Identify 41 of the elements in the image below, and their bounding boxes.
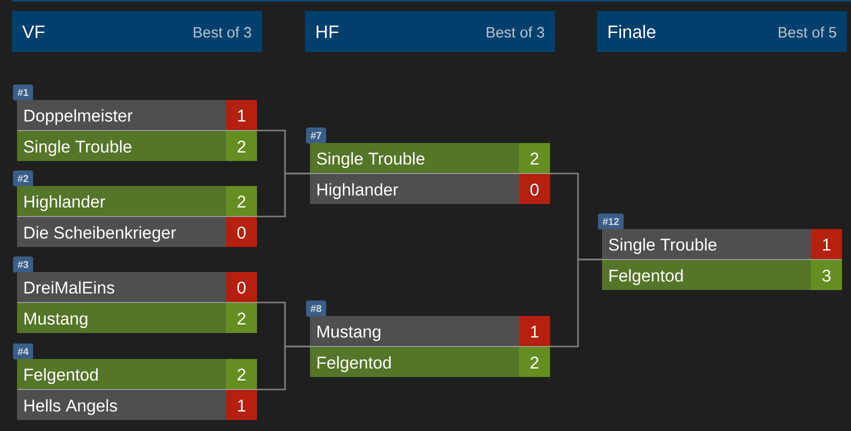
team-row: Felgentod [602, 260, 811, 290]
bracket-connector [257, 346, 310, 390]
score-cell: 2 [226, 359, 257, 389]
score-cell: 1 [226, 390, 257, 420]
format-label: Best of 3 [486, 26, 544, 38]
match-number-badge: #4 [13, 344, 34, 360]
team-row: Single Trouble [602, 229, 811, 259]
match-number-badge: #3 [13, 256, 34, 272]
match-number-badge: #7 [306, 128, 326, 144]
team-row: Hells Angels [17, 390, 226, 420]
score-cell: 1 [811, 229, 842, 259]
team-row: Mustang [310, 316, 519, 346]
team-row: Single Trouble [17, 131, 226, 161]
team-row: Highlander [310, 174, 519, 204]
score-cell: 3 [811, 260, 842, 290]
match-number-badge: #2 [13, 170, 34, 186]
team-row: Mustang [17, 303, 226, 333]
match-number-badge: #8 [306, 300, 326, 316]
score-cell: 2 [226, 186, 257, 216]
team-row: Single Trouble [310, 143, 519, 173]
score-cell: 1 [226, 100, 257, 130]
score-cell: 0 [226, 217, 257, 247]
score-cell: 2 [519, 143, 550, 173]
team-row: Felgentod [17, 359, 226, 389]
score-cell: 2 [226, 131, 257, 161]
format-label: Best of 5 [778, 26, 836, 38]
team-row: DreiMalEins [17, 272, 226, 302]
match-number-badge: #12 [598, 214, 624, 230]
bracket-connector [550, 258, 602, 348]
score-cell: 2 [519, 347, 550, 377]
format-label: Best of 3 [194, 26, 252, 38]
team-row: Felgentod [310, 347, 519, 377]
score-cell: 2 [226, 303, 257, 333]
team-row: Die Scheibenkrieger [17, 217, 226, 247]
score-cell: 1 [519, 316, 550, 346]
match-number-badge: #1 [13, 84, 34, 100]
bracket-connector [257, 172, 310, 218]
team-row: Doppelmeister [17, 100, 226, 130]
score-cell: 0 [226, 272, 257, 302]
score-cell: 0 [519, 174, 550, 204]
team-row: Highlander [17, 186, 226, 216]
